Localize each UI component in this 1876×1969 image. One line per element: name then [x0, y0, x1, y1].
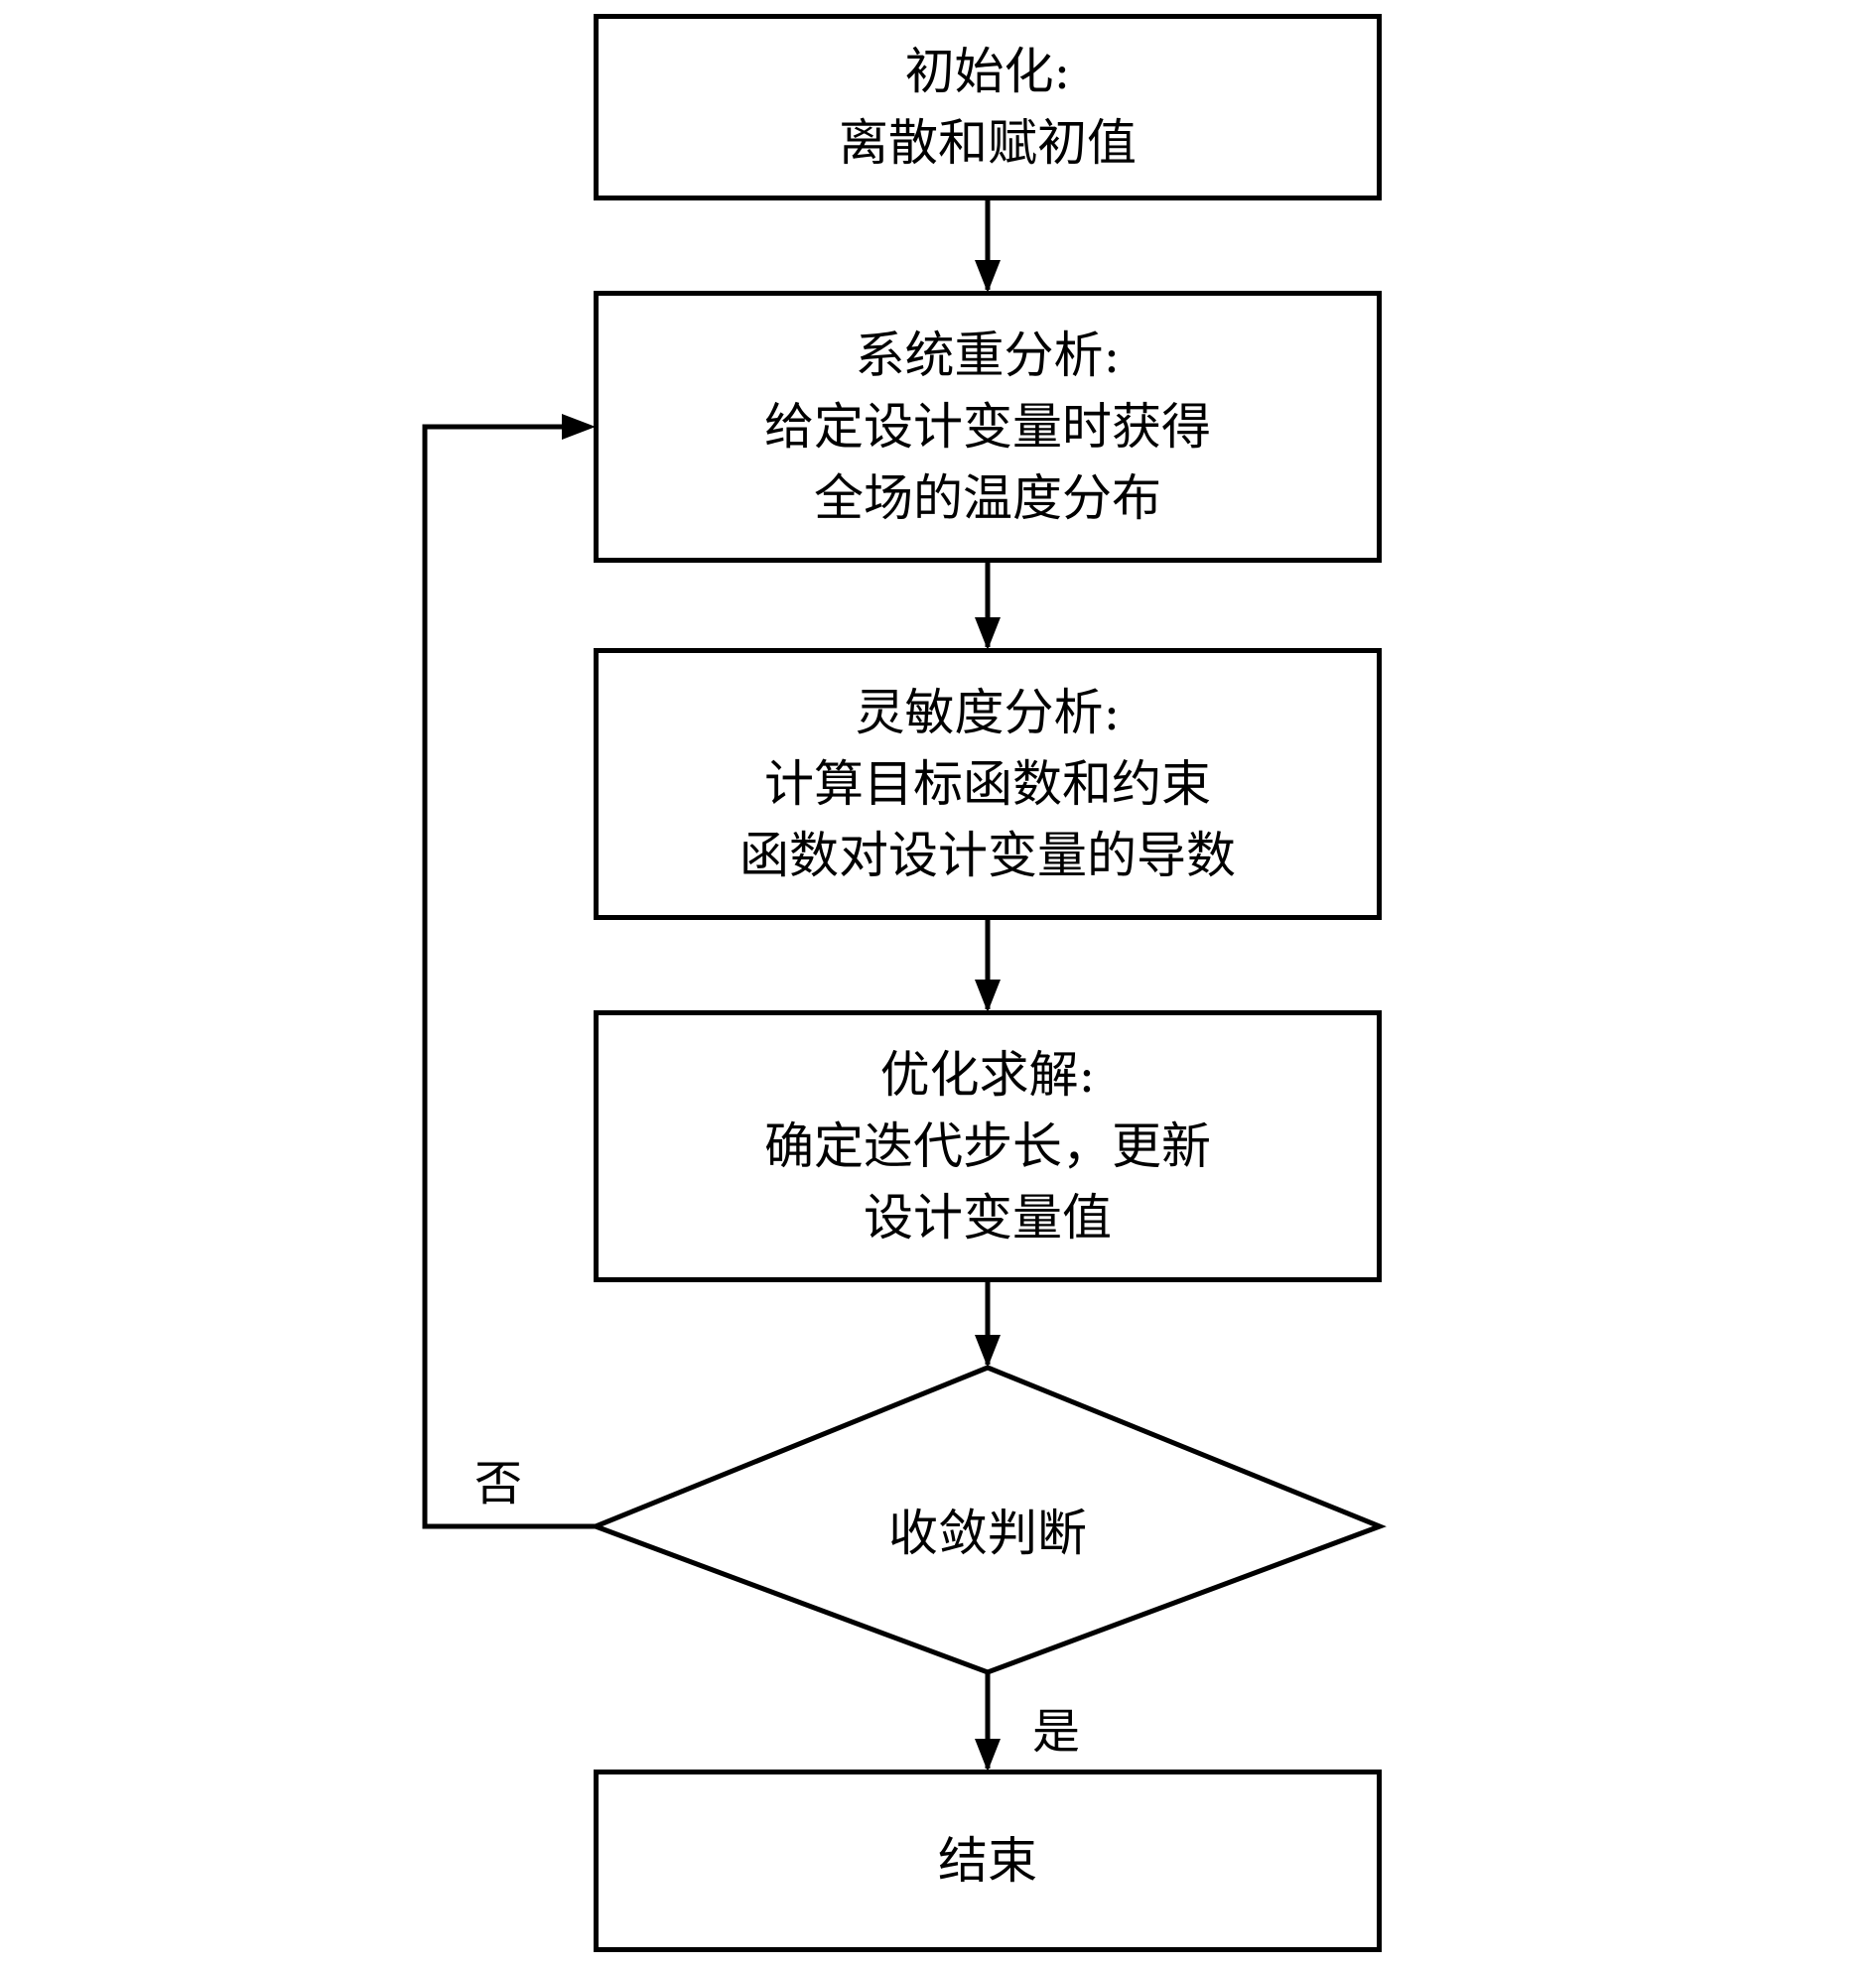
node-sensitivity-title: 灵敏度分析:: [855, 684, 1121, 741]
node-converge-label: 收敛判断: [888, 1505, 1087, 1562]
node-init-title: 初始化:: [904, 43, 1071, 100]
arrowhead-converge-to-reanalysis: [562, 414, 596, 440]
node-end-label: 结束: [938, 1832, 1037, 1890]
node-sensitivity: 灵敏度分析: 计算目标函数和约束 函数对设计变量的导数: [594, 648, 1382, 920]
edge-label-yes: 是: [1032, 1704, 1081, 1760]
node-init: 初始化: 离散和赋初值: [594, 14, 1382, 200]
node-optimize-title: 优化求解:: [879, 1046, 1096, 1104]
arrowhead-reanalysis-to-sensitivity: [975, 617, 1001, 650]
node-init-body: 离散和赋初值: [839, 114, 1137, 172]
node-optimize: 优化求解: 确定迭代步长，更新 设计变量值: [594, 1010, 1382, 1282]
arrowhead-init-to-reanalysis: [975, 260, 1001, 293]
node-optimize-body: 确定迭代步长，更新 设计变量值: [764, 1117, 1211, 1247]
arrowhead-converge-to-end: [975, 1739, 1001, 1772]
node-end: 结束: [594, 1770, 1382, 1952]
edge-converge-to-reanalysis: [422, 424, 596, 1529]
node-reanalysis-body: 给定设计变量时获得 全场的温度分布: [764, 398, 1211, 527]
node-reanalysis-title: 系统重分析:: [855, 327, 1121, 384]
node-reanalysis: 系统重分析: 给定设计变量时获得 全场的温度分布: [594, 291, 1382, 563]
edge-label-no: 否: [474, 1456, 523, 1511]
node-sensitivity-body: 计算目标函数和约束 函数对设计变量的导数: [739, 755, 1236, 884]
arrowhead-optimize-to-converge: [975, 1335, 1001, 1368]
arrowhead-sensitivity-to-optimize: [975, 980, 1001, 1012]
